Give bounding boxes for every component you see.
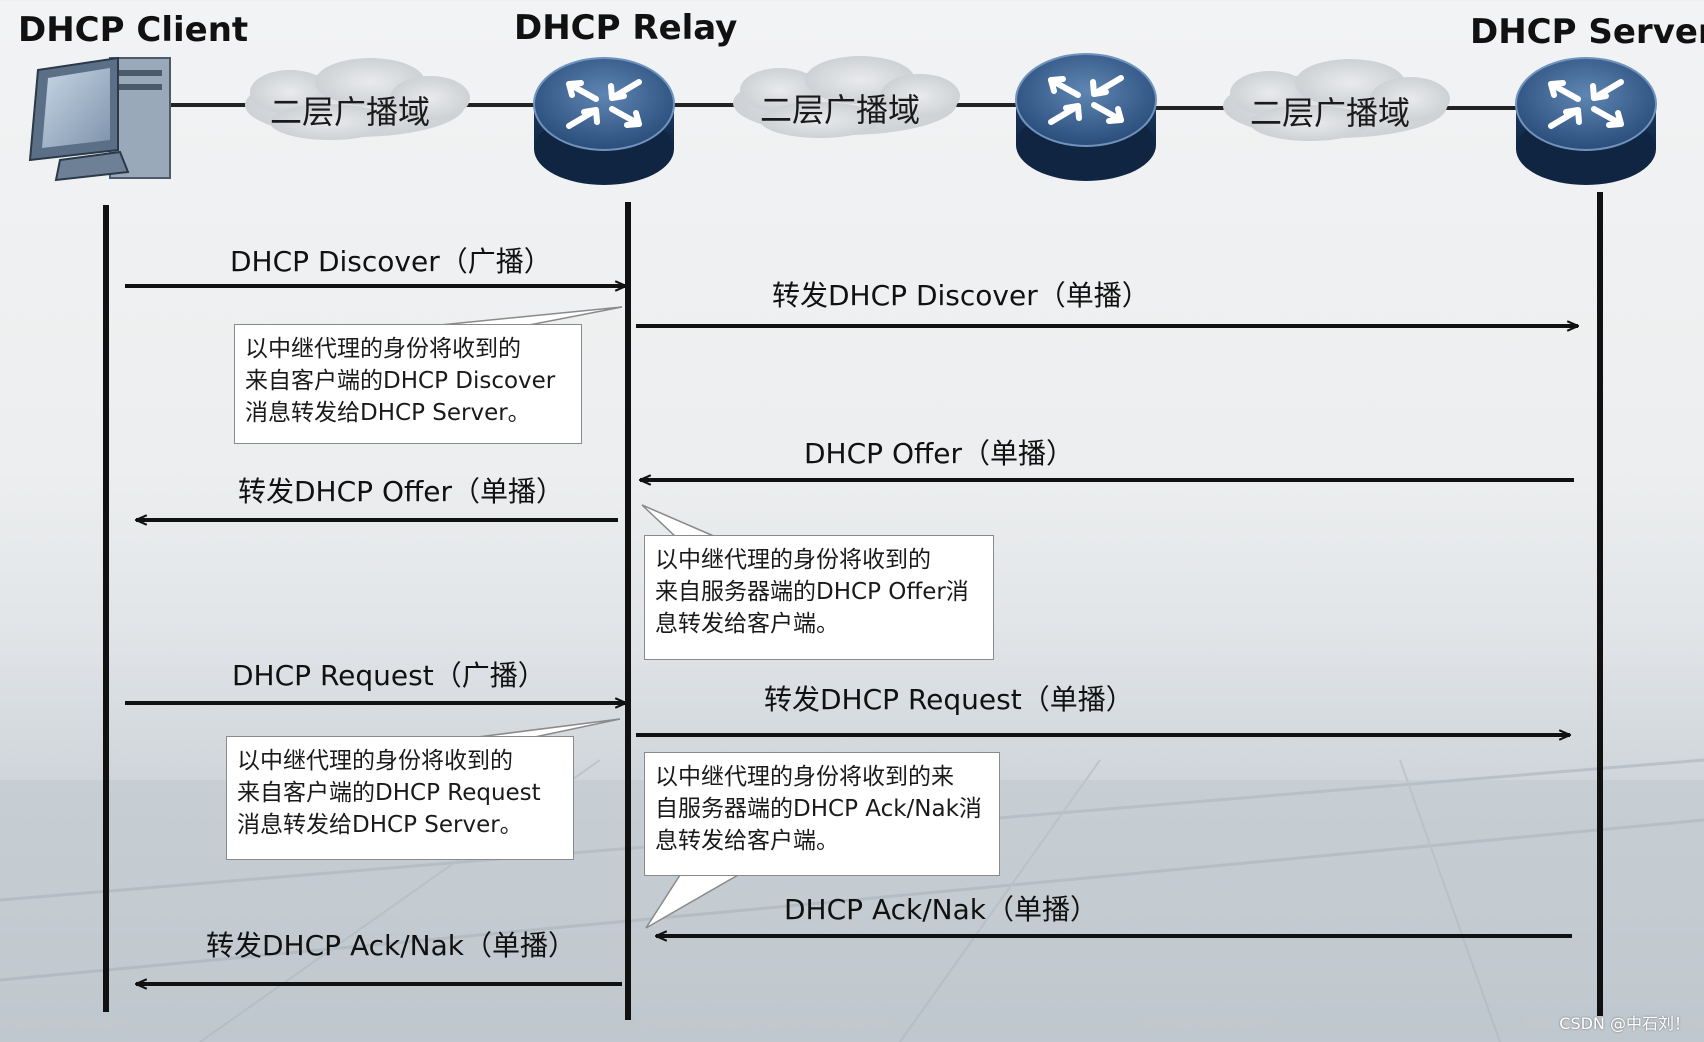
watermark: CSDN @中石刘！ <box>1559 1014 1690 1033</box>
cloud-label-3: 二层广播域 <box>1250 94 1411 132</box>
msg-fwd-discover: 转发DHCP Discover（单播） <box>772 279 1150 312</box>
router-icon <box>1515 57 1657 185</box>
relay-title: DHCP Relay <box>514 8 738 48</box>
note-discover: 以中继代理的身份将收到的 来自客户端的DHCP Discover 消息转发给DH… <box>234 324 582 444</box>
message-arrows <box>125 286 1578 984</box>
note-line: 来自客户端的DHCP Discover <box>245 368 556 394</box>
note-line: 以中继代理的身份将收到的 <box>245 336 521 362</box>
note-line: 息转发给客户端。 <box>655 828 839 854</box>
msg-fwd-offer: 转发DHCP Offer（单播） <box>238 475 565 508</box>
msg-fwd-ack: 转发DHCP Ack/Nak（单播） <box>206 929 576 962</box>
router-icon <box>533 57 675 185</box>
note-line: 来自客户端的DHCP Request <box>237 780 541 806</box>
cloud-icon <box>733 56 960 138</box>
note-line: 以中继代理的身份将收到的 <box>655 547 931 573</box>
cloud-icon <box>245 58 470 140</box>
note-line: 消息转发给DHCP Server。 <box>237 812 523 838</box>
pointer-note-2 <box>641 504 717 538</box>
cloud-label-1: 二层广播域 <box>270 93 431 131</box>
note-line: 自服务器端的DHCP Ack/Nak消 <box>655 796 982 822</box>
msg-ack: DHCP Ack/Nak（单播） <box>784 893 1098 926</box>
note-ack: 以中继代理的身份将收到的来 自服务器端的DHCP Ack/Nak消 息转发给客户… <box>644 752 1000 876</box>
note-request: 以中继代理的身份将收到的 来自客户端的DHCP Request 消息转发给DHC… <box>226 736 574 860</box>
server-title: DHCP Server <box>1470 12 1704 52</box>
cloud-label-2: 二层广播域 <box>760 91 921 129</box>
msg-request: DHCP Request（广播） <box>232 659 546 692</box>
computer-icon <box>28 56 171 182</box>
msg-discover: DHCP Discover（广播） <box>230 245 552 278</box>
cloud-icon <box>1223 59 1450 141</box>
lifelines <box>103 192 1603 1020</box>
note-line: 息转发给客户端。 <box>655 611 839 637</box>
msg-fwd-request: 转发DHCP Request（单播） <box>764 683 1134 716</box>
router-icon <box>1015 53 1157 181</box>
msg-offer: DHCP Offer（单播） <box>804 437 1075 470</box>
note-line: 消息转发给DHCP Server。 <box>245 400 531 426</box>
note-offer: 以中继代理的身份将收到的 来自服务器端的DHCP Offer消 息转发给客户端。 <box>644 535 994 660</box>
note-line: 以中继代理的身份将收到的来 <box>655 764 954 790</box>
client-title: DHCP Client <box>18 10 249 50</box>
note-line: 以中继代理的身份将收到的 <box>237 748 513 774</box>
note-line: 来自服务器端的DHCP Offer消 <box>655 579 969 605</box>
